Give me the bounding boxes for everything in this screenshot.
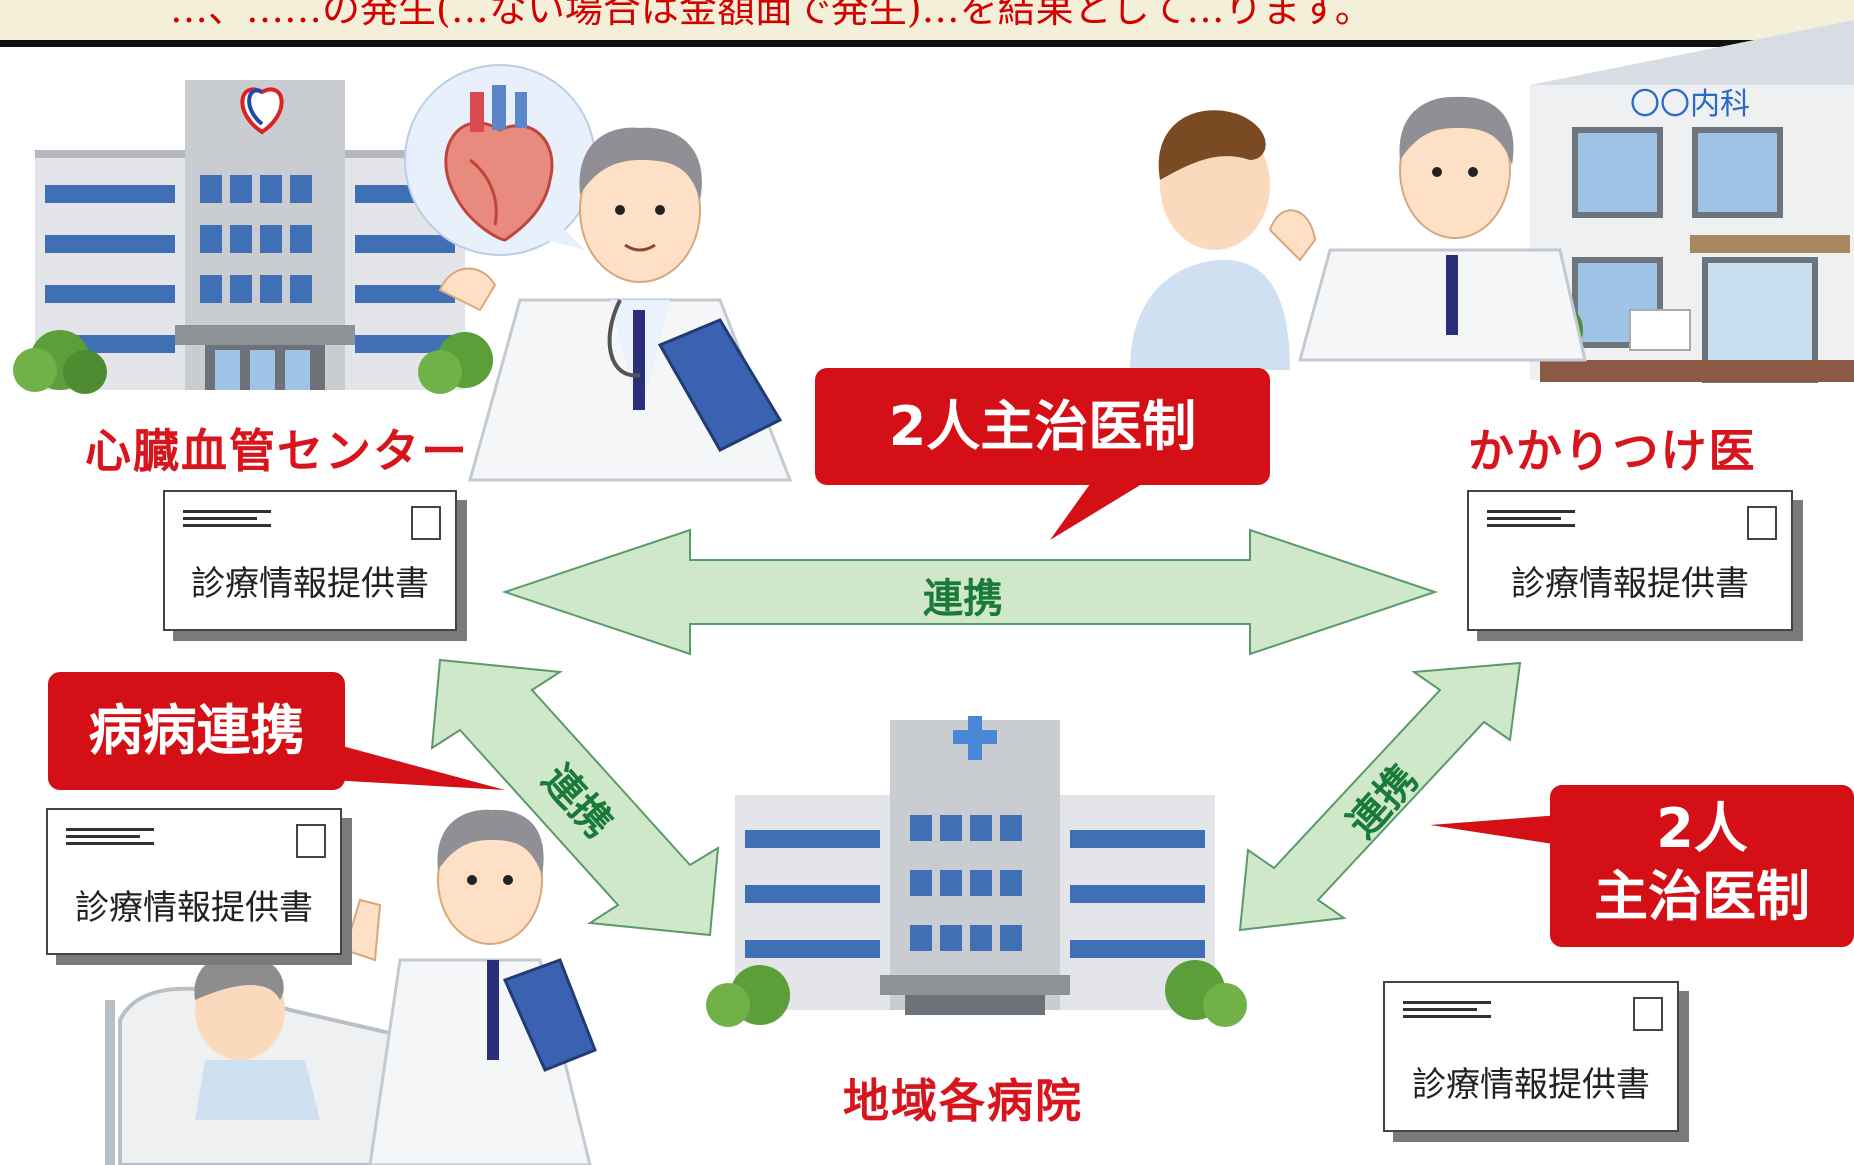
referral-document-regional: 診療情報提供書 (1383, 981, 1679, 1132)
referral-document-cardio: 診療情報提供書 (163, 490, 457, 631)
callout-hospital-link: 病病連携 (48, 672, 345, 790)
document-lines-icon (1487, 510, 1575, 531)
document-title: 診療情報提供書 (1511, 564, 1749, 604)
document-lines-icon (66, 828, 154, 849)
callout-dual-doctor-right-line1: 2人 (1656, 797, 1748, 860)
regional-hospitals-label: 地域各病院 (843, 1074, 1083, 1128)
referral-document-family-doctor: 診療情報提供書 (1467, 490, 1793, 631)
callout-top-tail (1050, 470, 1165, 540)
callout-dual-doctor-top: 2人主治医制 (815, 368, 1270, 485)
arrow-left (430, 658, 720, 937)
stamp-icon (1633, 997, 1663, 1031)
referral-document-inpatient: 診療情報提供書 (46, 808, 342, 955)
callout-dual-doctor-right: 2人 主治医制 (1550, 785, 1854, 947)
family-doctor-scene (1130, 96, 1587, 370)
heart-bubble (404, 64, 596, 256)
stamp-icon (296, 824, 326, 858)
cardio-center-building (13, 80, 493, 394)
document-lines-icon (183, 510, 271, 531)
regional-hospital-building (706, 716, 1247, 1027)
document-title: 診療情報提供書 (191, 564, 429, 604)
header-partial-text: …、……の発生(…ない場合は金額面で発生)…を結果として…ります。 (170, 0, 1373, 31)
document-title: 診療情報提供書 (1412, 1065, 1650, 1105)
clinic-building (1527, 20, 1854, 383)
document-lines-icon (1403, 1001, 1491, 1022)
arrow-top-label: 連携 (923, 576, 1003, 622)
document-title: 診療情報提供書 (75, 888, 313, 928)
callout-dual-doctor-right-line2: 主治医制 (1594, 865, 1810, 928)
header-strip: …、……の発生(…ない場合は金額面で発生)…を結果として…ります。 (0, 0, 1854, 40)
callout-dual-doctor-top-text: 2人主治医制 (888, 395, 1197, 458)
callout-right-tail (1430, 815, 1560, 845)
clinic-sign: 〇〇内科 (1630, 87, 1750, 122)
family-doctor-label: かかりつけ医 (1468, 424, 1757, 478)
cardio-center-label: 心臓血管センター (85, 424, 469, 478)
stamp-icon (1747, 506, 1777, 540)
inpatient-scene (105, 809, 597, 1165)
arrow-top (501, 528, 1439, 656)
arrow-right (1238, 661, 1522, 932)
header-divider (0, 40, 1854, 47)
callout-left-tail (320, 740, 505, 790)
doctor-cardio (438, 127, 793, 482)
stamp-icon (411, 506, 441, 540)
callout-hospital-link-text: 病病連携 (88, 699, 305, 762)
